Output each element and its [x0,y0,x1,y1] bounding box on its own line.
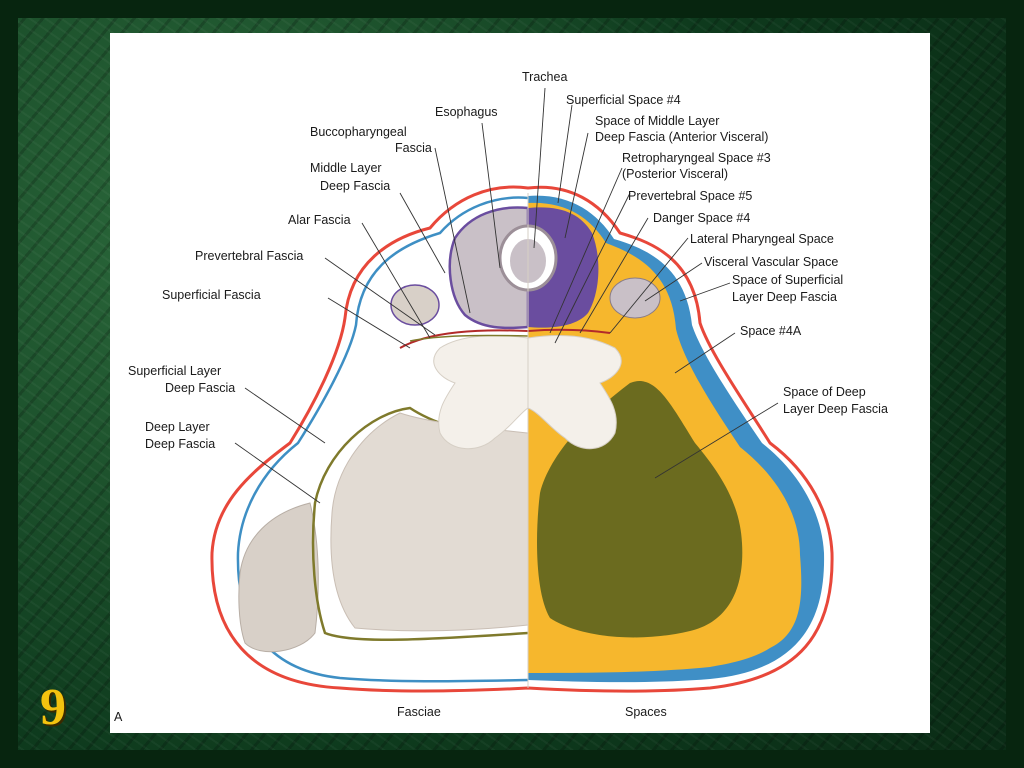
label-superficial-fascia: Superficial Fascia [162,288,261,302]
sternocleidomastoid-left [238,502,319,653]
label-superficial-layer-1: Superficial Layer [128,364,221,378]
panel-letter: A [114,710,123,724]
leader-lines [234,87,779,504]
neck-cross-section-diagram: Trachea Esophagus Superficial Space #4 S… [114,70,888,724]
label-retropharyngeal-2: (Posterior Visceral) [622,167,728,181]
alar-fascia-line [409,334,528,342]
label-space-middle-layer-1: Space of Middle Layer [595,114,719,128]
slide-number: 9 [40,679,66,736]
label-superficial-space-4: Superficial Space #4 [566,93,681,107]
label-trachea: Trachea [522,70,567,84]
label-deep-layer-2: Deep Fascia [145,437,215,451]
caption-fasciae: Fasciae [397,705,441,719]
label-alar-fascia: Alar Fascia [288,213,351,227]
label-prevertebral-space-5: Prevertebral Space #5 [628,189,752,203]
carotid-sheath-right [609,277,661,319]
label-space-superficial-1: Space of Superficial [732,273,843,287]
deep-neck-muscles-left [330,412,528,632]
label-esophagus: Esophagus [435,105,498,119]
label-lateral-pharyngeal: Lateral Pharyngeal Space [690,232,834,246]
carotid-sheath-left [390,284,440,326]
label-visceral-vascular: Visceral Vascular Space [704,255,838,269]
label-superficial-layer-2: Deep Fascia [165,381,235,395]
label-danger-space-4: Danger Space #4 [653,211,750,225]
vertebra-right [528,334,622,450]
label-deep-layer-1: Deep Layer [145,420,210,434]
superficial-layer-deep-fascia [236,196,528,683]
label-space-4a: Space #4A [740,324,802,338]
retropharyngeal-line [528,328,611,334]
label-buccopharyngeal-1: Buccopharyngeal [310,125,407,139]
label-space-superficial-2: Layer Deep Fascia [732,290,837,304]
figure-panel: Trachea Esophagus Superficial Space #4 S… [110,33,930,733]
label-buccopharyngeal-2: Fascia [395,141,432,155]
label-middle-layer-2: Deep Fascia [320,179,390,193]
vertebra-left [433,334,528,450]
caption-spaces: Spaces [625,705,667,719]
label-space-deep-2: Layer Deep Fascia [783,402,888,416]
prevertebral-fascia-line [399,329,528,349]
label-middle-layer-1: Middle Layer [310,161,382,175]
label-space-deep-1: Space of Deep [783,385,866,399]
label-space-middle-layer-2: Deep Fascia (Anterior Visceral) [595,130,768,144]
label-prevertebral-fascia: Prevertebral Fascia [195,249,303,263]
label-retropharyngeal-1: Retropharyngeal Space #3 [622,151,771,165]
